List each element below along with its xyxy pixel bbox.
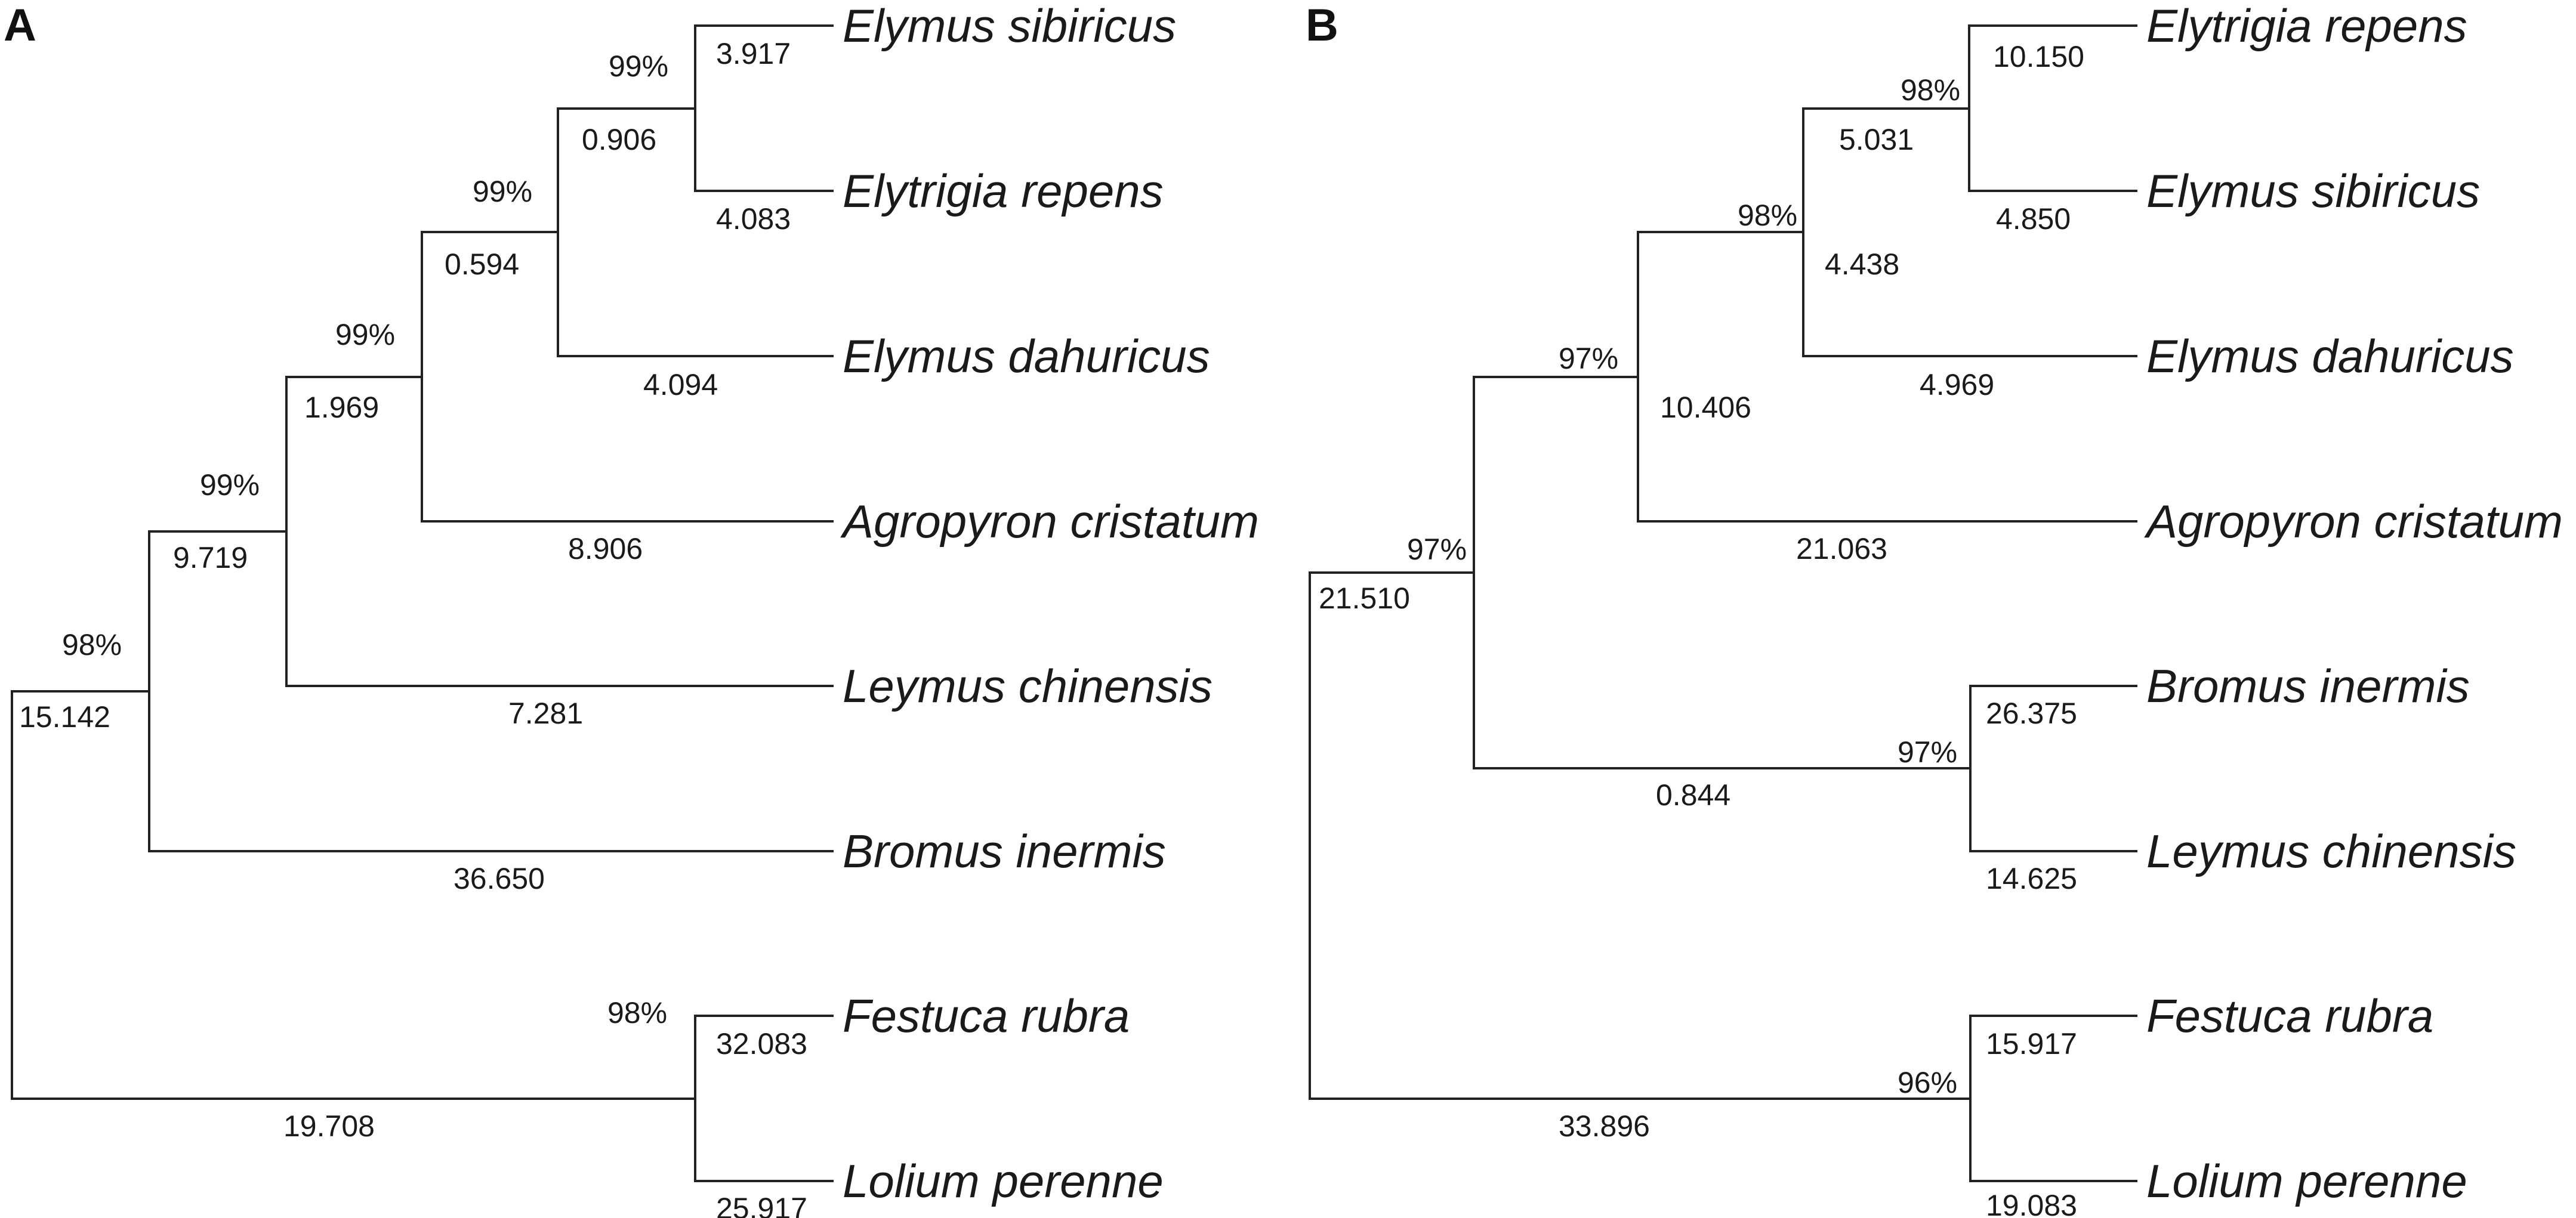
panel-a-taxon-5: Leymus chinensis [843, 660, 1213, 712]
panel-b-length-n3: 10.406 [1660, 391, 1751, 424]
panel-b-taxon-3: Elymus dahuricus [2146, 330, 2514, 382]
panel-a-length-elymus-sibiricus: 3.917 [716, 37, 791, 70]
panel-b-length-n1: 5.031 [1839, 123, 1914, 156]
panel-b-length-elymus-sibiricus: 4.850 [1996, 202, 2071, 236]
panel-b-taxon-5: Bromus inermis [2146, 660, 2470, 712]
panel-a-length-n5: 15.142 [19, 700, 110, 734]
panel-b-label: B [1306, 0, 1338, 51]
panel-a-taxon-8: Lolium perenne [843, 1155, 1164, 1207]
panel-a-length-festuca-rubra: 32.083 [716, 1027, 807, 1061]
panel-b-support-n2: 98% [1738, 199, 1797, 232]
panel-a-length-agropyron-cristatum: 8.906 [568, 532, 643, 565]
panel-a-support-n6: 98% [607, 996, 667, 1030]
panel-a-support-n2: 99% [473, 175, 532, 208]
panel-a-branch-lengths: 3.917 4.083 0.906 4.094 0.594 8.906 1.96… [19, 37, 807, 1218]
panel-a-support-values: 99% 99% 99% 99% 98% 98% [62, 50, 668, 1030]
panel-b-length-n5: 21.510 [1319, 582, 1410, 615]
panel-a-length-bromus-inermis: 36.650 [454, 862, 545, 895]
panel-b-root [1309, 571, 1972, 1100]
panel-a-taxon-6: Bromus inermis [843, 825, 1166, 877]
panel-a-length-n4: 9.719 [173, 541, 248, 574]
panel-a: A Elymus sibiricus Elytrigia repens Elym… [4, 0, 1259, 1218]
panel-b-length-lolium-perenne: 19.083 [1986, 1189, 2077, 1218]
panel-b-length-n5-child: 0.844 [1656, 778, 1730, 812]
panel-a-length-lolium-perenne: 25.917 [716, 1192, 807, 1218]
panel-b-taxon-2: Elymus sibiricus [2146, 165, 2480, 217]
panel-a-label: A [4, 0, 36, 51]
panel-a-taxon-7: Festuca rubra [843, 990, 1130, 1042]
panel-b-taxa: Elytrigia repens Elymus sibiricus Elymus… [2144, 0, 2563, 1207]
panel-b-support-n4: 97% [1898, 735, 1957, 769]
panel-b-length-root: 33.896 [1559, 1109, 1650, 1143]
panel-b-length-festuca-rubra: 15.917 [1986, 1027, 2077, 1061]
panel-a-length-leymus-chinensis: 7.281 [508, 697, 583, 730]
panel-a-support-n5: 98% [62, 628, 122, 661]
panel-a-length-elytrigia-repens: 4.083 [716, 202, 791, 236]
panel-a-root [11, 690, 696, 1100]
panel-a-support-n3: 99% [335, 318, 395, 351]
panel-a-taxon-4: Agropyron cristatum [840, 495, 1259, 548]
panel-b: B Elytrigia repens Elymus sibiricus Elym… [1306, 0, 2563, 1218]
panel-b-n5-clade [1473, 376, 1972, 769]
panel-a-support-n1: 99% [609, 50, 668, 83]
panel-a-length-n1: 0.906 [582, 123, 656, 156]
panel-a-taxon-1: Elymus sibiricus [843, 0, 1176, 52]
panel-a-length-n3: 1.969 [304, 391, 379, 424]
panel-b-taxon-4: Agropyron cristatum [2144, 495, 2563, 548]
panel-a-length-root: 19.708 [283, 1109, 375, 1143]
panel-a-support-n4: 99% [200, 468, 260, 502]
panel-b-length-leymus-chinensis: 14.625 [1986, 862, 2077, 895]
panel-b-length-n2: 4.438 [1825, 248, 1899, 281]
panel-b-support-values: 98% 98% 97% 97% 97% 96% [1407, 73, 1960, 1099]
panel-a-taxa: Elymus sibiricus Elytrigia repens Elymus… [840, 0, 1259, 1207]
panel-b-taxon-6: Leymus chinensis [2146, 825, 2516, 877]
panel-b-length-bromus-inermis: 26.375 [1986, 697, 2077, 730]
panel-a-taxon-2: Elytrigia repens [843, 165, 1164, 217]
panel-b-length-agropyron-cristatum: 21.063 [1796, 532, 1887, 565]
panel-b-taxon-1: Elytrigia repens [2146, 0, 2467, 52]
panel-b-support-n3: 97% [1559, 342, 1618, 375]
panel-b-length-elytrigia-repens: 10.150 [1993, 40, 2084, 73]
panel-b-branches [1309, 24, 2137, 1182]
panel-b-length-elymus-dahuricus: 4.969 [1920, 368, 1994, 401]
panel-b-support-n5: 97% [1407, 533, 1467, 566]
panel-b-support-n6: 96% [1898, 1066, 1957, 1099]
panel-a-taxon-3: Elymus dahuricus [843, 330, 1210, 382]
panel-a-length-n2: 0.594 [445, 248, 519, 281]
panel-a-length-elymus-dahuricus: 4.094 [643, 368, 718, 401]
panel-a-n5-clade [148, 530, 834, 852]
panel-b-taxon-7: Festuca rubra [2146, 990, 2433, 1042]
panel-a-branches [11, 24, 834, 1182]
panel-b-taxon-8: Lolium perenne [2146, 1155, 2467, 1207]
panel-b-support-n1: 98% [1901, 73, 1960, 107]
panel-b-branch-lengths: 10.150 4.850 5.031 4.969 4.438 21.063 10… [1319, 40, 2084, 1218]
